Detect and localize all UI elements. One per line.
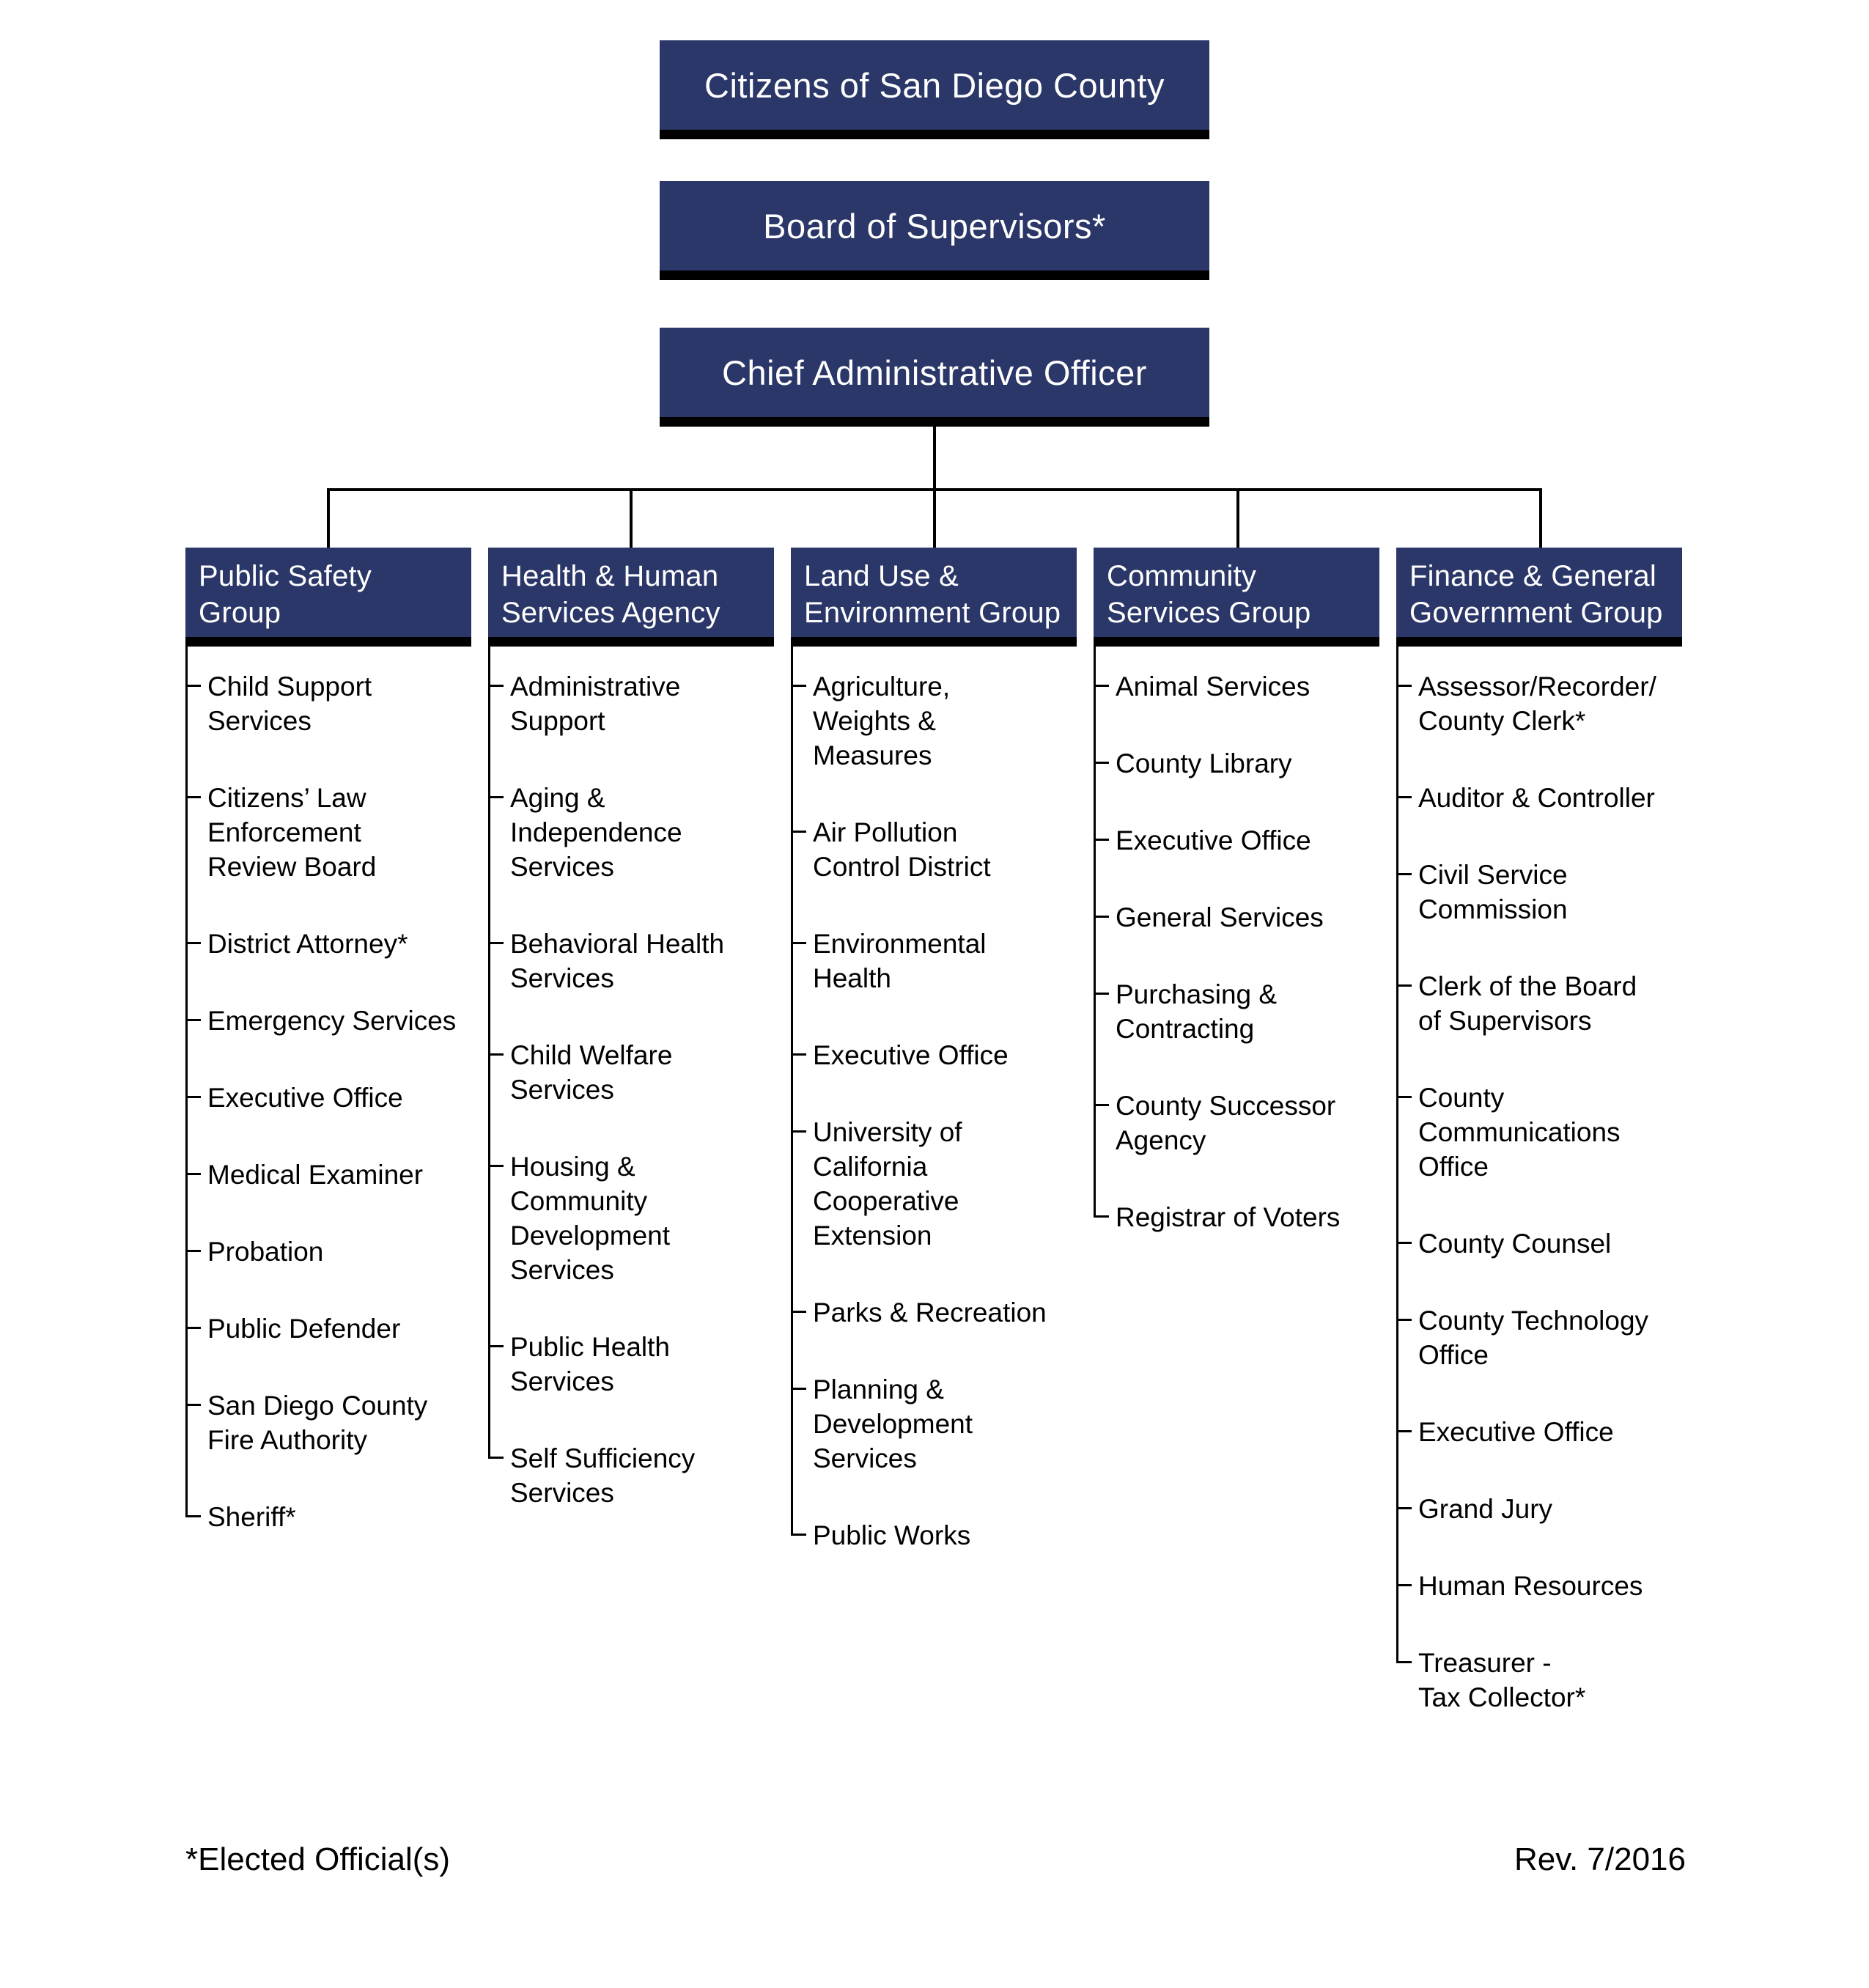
department-list-land-use-environment: Agriculture, Weights & Measures Air Poll… — [791, 647, 1077, 1553]
connector-line-stub-1 — [327, 488, 330, 548]
department-item: Probation — [185, 1234, 471, 1311]
group-column-finance-general-government: Finance & General Government Group Asses… — [1396, 548, 1682, 1715]
department-item: Housing & Community Development Services — [488, 1149, 774, 1330]
org-box-chief-administrative-officer: Chief Administrative Officer — [660, 328, 1209, 427]
department-item: Human Resources — [1396, 1569, 1682, 1646]
connector-line-stub-3 — [933, 488, 936, 548]
group-header-public-safety: Public Safety Group — [185, 548, 471, 647]
department-item: Executive Office — [185, 1080, 471, 1157]
department-item: Animal Services — [1094, 669, 1379, 746]
group-column-land-use-environment: Land Use & Environment Group Agriculture… — [791, 548, 1077, 1553]
department-item: Purchasing & Contracting — [1094, 977, 1379, 1089]
department-item: University of California Cooperative Ext… — [791, 1115, 1077, 1295]
connector-line-stub-2 — [630, 488, 633, 548]
department-item: Citizens’ Law Enforcement Review Board — [185, 781, 471, 927]
department-list-public-safety: Child Support Services Citizens’ Law Enf… — [185, 647, 471, 1534]
department-item: Environmental Health — [791, 927, 1077, 1038]
group-header-finance-general-government: Finance & General Government Group — [1396, 548, 1682, 647]
department-item: Executive Office — [791, 1038, 1077, 1115]
department-item: District Attorney* — [185, 927, 471, 1004]
department-item: Emergency Services — [185, 1004, 471, 1080]
org-box-citizens-label: Citizens of San Diego County — [704, 65, 1165, 105]
department-item: County Successor Agency — [1094, 1089, 1379, 1200]
department-item: Public Works — [791, 1518, 1077, 1553]
department-item: Assessor/Recorder/ County Clerk* — [1396, 669, 1682, 781]
department-item: Agriculture, Weights & Measures — [791, 669, 1077, 815]
department-item: Executive Office — [1396, 1415, 1682, 1492]
group-column-health-human-services: Health & Human Services Agency Administr… — [488, 548, 774, 1510]
department-item: County Library — [1094, 746, 1379, 823]
group-header-health-human-services: Health & Human Services Agency — [488, 548, 774, 647]
department-item: Executive Office — [1094, 823, 1379, 900]
department-list-finance-general-government: Assessor/Recorder/ County Clerk* Auditor… — [1396, 647, 1682, 1715]
group-column-public-safety: Public Safety Group Child Support Servic… — [185, 548, 471, 1534]
department-item: Parks & Recreation — [791, 1295, 1077, 1372]
department-item: San Diego County Fire Authority — [185, 1388, 471, 1500]
group-header-community-services: Community Services Group — [1094, 548, 1379, 647]
department-item: County Counsel — [1396, 1226, 1682, 1303]
group-column-community-services: Community Services Group Animal Services… — [1094, 548, 1379, 1234]
group-header-land-use-environment: Land Use & Environment Group — [791, 548, 1077, 647]
org-box-board-label: Board of Supervisors* — [763, 206, 1106, 246]
department-item: Aging & Independence Services — [488, 781, 774, 927]
connector-line-stub-4 — [1236, 488, 1239, 548]
department-item: General Services — [1094, 900, 1379, 977]
org-box-citizens: Citizens of San Diego County — [660, 40, 1209, 139]
department-item: Medical Examiner — [185, 1157, 471, 1234]
department-item: Child Welfare Services — [488, 1038, 774, 1149]
department-item: Self Sufficiency Services — [488, 1441, 774, 1510]
department-item: County Technology Office — [1396, 1303, 1682, 1415]
department-item: Planning & Development Services — [791, 1372, 1077, 1518]
department-item: County Communications Office — [1396, 1080, 1682, 1226]
department-item: Civil Service Commission — [1396, 858, 1682, 969]
revision-date: Rev. 7/2016 — [1514, 1841, 1686, 1877]
department-list-community-services: Animal Services County Library Executive… — [1094, 647, 1379, 1234]
department-list-health-human-services: Administrative Support Aging & Independe… — [488, 647, 774, 1510]
department-item: Air Pollution Control District — [791, 815, 1077, 927]
department-item: Public Defender — [185, 1311, 471, 1388]
elected-officials-note: *Elected Official(s) — [185, 1841, 451, 1877]
org-box-cao-label: Chief Administrative Officer — [722, 353, 1147, 392]
department-item: Public Health Services — [488, 1330, 774, 1441]
connector-line-stub-5 — [1539, 488, 1542, 548]
department-item: Child Support Services — [185, 669, 471, 781]
department-item: Registrar of Voters — [1094, 1200, 1379, 1234]
department-item: Treasurer - Tax Collector* — [1396, 1646, 1682, 1715]
department-item: Clerk of the Board of Supervisors — [1396, 969, 1682, 1080]
department-item: Behavioral Health Services — [488, 927, 774, 1038]
connector-line-cao-drop — [933, 427, 936, 488]
department-item: Administrative Support — [488, 669, 774, 781]
department-item: Sheriff* — [185, 1500, 471, 1534]
org-box-board-of-supervisors: Board of Supervisors* — [660, 181, 1209, 280]
department-item: Auditor & Controller — [1396, 781, 1682, 858]
department-item: Grand Jury — [1396, 1492, 1682, 1569]
